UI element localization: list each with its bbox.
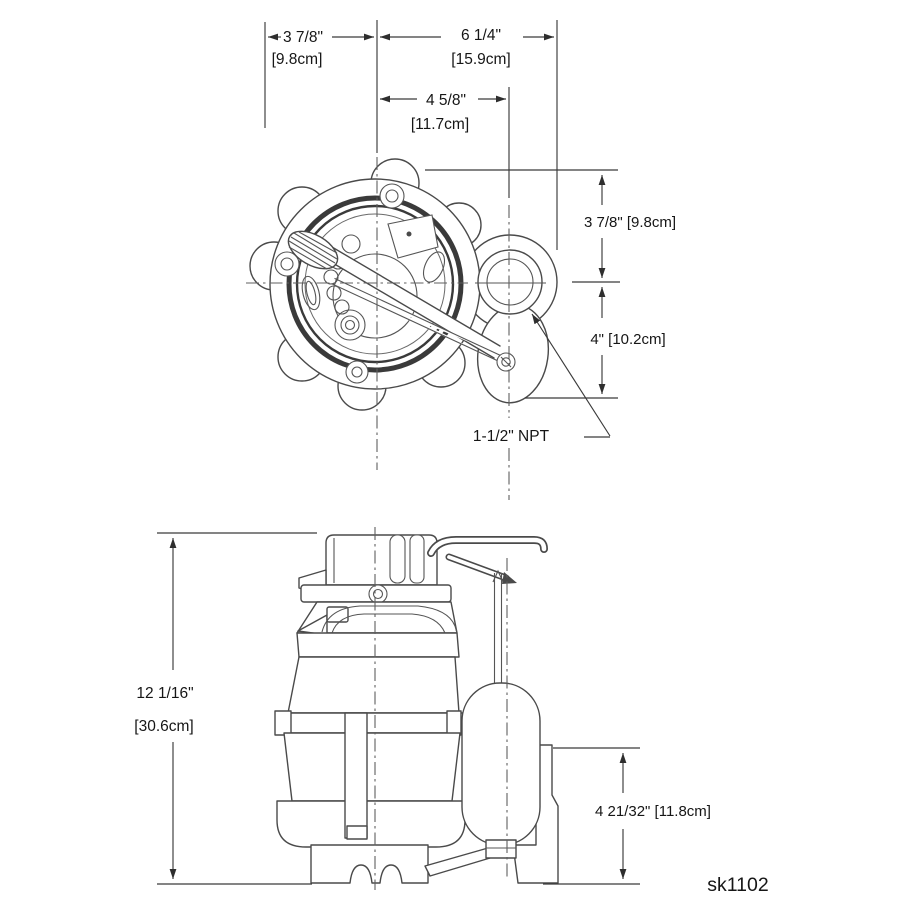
dim-port-offset-inches: 4 5/8" bbox=[426, 92, 466, 109]
dim-top-right-cm: [15.9cm] bbox=[451, 51, 510, 68]
dim-port-offset-cm: [11.7cm] bbox=[411, 116, 469, 133]
cord-clamp bbox=[326, 606, 349, 623]
float-ball bbox=[461, 682, 541, 846]
base-feet bbox=[310, 844, 429, 884]
dim-port-to-bottom: 4" [10.2cm] bbox=[590, 331, 665, 348]
hub-boss bbox=[368, 584, 388, 604]
dim-top-left-cm: [9.8cm] bbox=[272, 51, 323, 68]
float-height-label: 4 21/32" [11.8cm] bbox=[595, 803, 711, 820]
discharge-elbow-side bbox=[321, 605, 458, 634]
clamp-band bbox=[280, 712, 464, 734]
top-view-pump bbox=[249, 158, 558, 411]
dim-top-left-inches: 3 7/8" bbox=[283, 29, 323, 46]
side-view-pump bbox=[274, 534, 559, 884]
base-right-leg bbox=[512, 744, 559, 884]
overall-height-cm: [30.6cm] bbox=[134, 718, 193, 735]
volute bbox=[276, 800, 466, 848]
internal-details bbox=[274, 183, 446, 384]
motor-housing bbox=[287, 656, 460, 714]
gasket-ring bbox=[286, 195, 464, 373]
handle-bar-top bbox=[308, 236, 501, 359]
cap-rib bbox=[389, 534, 406, 584]
float-arm bbox=[424, 847, 491, 877]
discharge-port bbox=[475, 249, 546, 315]
centerlines bbox=[246, 157, 510, 890]
casing-mid bbox=[296, 632, 460, 658]
carry-handle-side bbox=[427, 536, 548, 584]
handle-grip bbox=[287, 230, 339, 270]
discharge-npt-label: 1-1/2" NPT bbox=[473, 428, 550, 445]
float-bracket bbox=[485, 839, 517, 859]
rod-pivot-screw bbox=[496, 352, 516, 372]
cap-rib bbox=[409, 534, 425, 584]
dimension-annotations bbox=[157, 20, 640, 885]
overall-height-inches: 12 1/16" bbox=[136, 685, 193, 702]
front-strap bbox=[344, 712, 368, 839]
float-rod-top bbox=[331, 277, 503, 363]
pump-casing-lower bbox=[283, 732, 461, 802]
float-rod-side bbox=[492, 569, 504, 687]
dimension-labels: 3 7/8" [9.8cm] 6 1/4" [15.9cm] 4 5/8" [1… bbox=[134, 27, 768, 896]
dim-top-to-port: 3 7/8" [9.8cm] bbox=[584, 214, 676, 231]
dim-top-right-inches: 6 1/4" bbox=[461, 27, 501, 44]
drawing-number: sk1102 bbox=[707, 874, 768, 896]
